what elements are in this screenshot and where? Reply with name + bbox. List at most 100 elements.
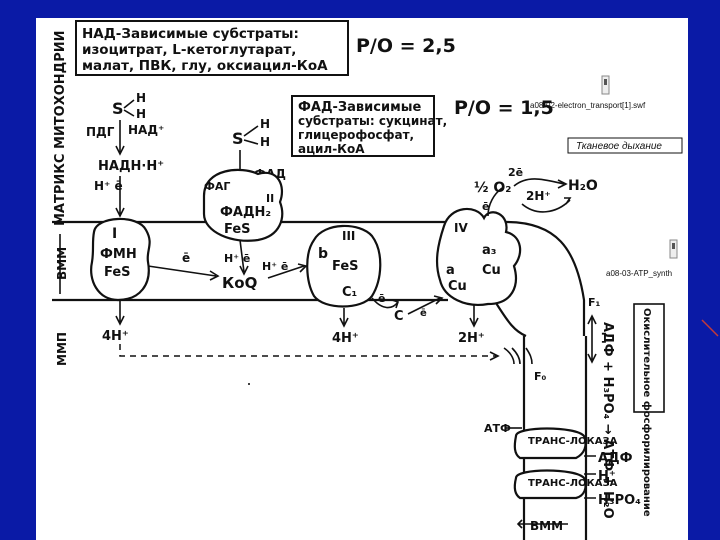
substrate-h2: H bbox=[136, 107, 146, 121]
fag-label: ФАГ bbox=[204, 180, 230, 193]
arrow-complex4-down bbox=[469, 304, 479, 328]
arrow-o2-water bbox=[513, 178, 568, 189]
pdg-label: ПДГ bbox=[86, 125, 115, 139]
tissue-respiration-label: Тканевое дыхание bbox=[576, 141, 662, 152]
nad-box-line3: малат, ПВК, глу, оксиацил-КоА bbox=[82, 58, 328, 74]
complex3-numeral: III bbox=[342, 229, 355, 243]
hplus-e-label: Н⁺ ē bbox=[94, 179, 123, 193]
substrate-s: S bbox=[112, 99, 124, 118]
fad-box-line3: глицерофосфат, bbox=[298, 128, 414, 142]
nad-box-line2: изоцитрат, L-кетоглутарат, bbox=[82, 42, 296, 58]
substrate-h1: H bbox=[136, 91, 146, 105]
f0-channels bbox=[503, 347, 533, 365]
translocase1-label: ТРАНС-ЛОКАЗА bbox=[528, 436, 618, 447]
arrow-complex3-c bbox=[371, 297, 400, 309]
complex-iv bbox=[435, 208, 522, 306]
hplus-e-label-3: Н⁺ ē bbox=[262, 260, 288, 273]
translocase-1 bbox=[513, 427, 587, 460]
e-label-1: ē bbox=[182, 251, 190, 265]
oxphos-label: Окислительное фосфорилирование bbox=[641, 308, 653, 517]
complex2-numeral: II bbox=[266, 192, 274, 205]
arrow-complex2-down bbox=[239, 239, 249, 276]
h4-label-2: 4Н⁺ bbox=[332, 331, 359, 346]
swf-link-atp-synth[interactable]: a08-03-ATP_synth bbox=[606, 239, 678, 278]
fad-box-line4: ацил-КоА bbox=[298, 142, 365, 156]
membrane-bottom-right bbox=[493, 299, 527, 338]
translocase-2 bbox=[513, 469, 587, 500]
c-label: C bbox=[394, 309, 404, 324]
arrow-koq-complex3 bbox=[267, 263, 308, 279]
substrate2-h1: H bbox=[260, 117, 270, 131]
h2-label-2: 2Н⁺ bbox=[526, 189, 551, 203]
vmm-label: ВММ bbox=[55, 247, 69, 280]
ratio-fad: P/O = 1,5 bbox=[454, 97, 554, 119]
red-pointer-mark bbox=[701, 319, 719, 337]
mmp-label: ММП bbox=[55, 332, 69, 366]
arrow-c-complex4 bbox=[407, 295, 444, 315]
nad-plus-label: НАД⁺ bbox=[128, 123, 164, 137]
arrow-nadh bbox=[115, 176, 125, 218]
arrow-complex3-down bbox=[339, 308, 349, 328]
arrow-hplus-water bbox=[521, 197, 572, 213]
side-label: МАТРИКС МИТОХОНДРИИ bbox=[53, 30, 68, 226]
complex-i bbox=[90, 217, 151, 302]
complex2-line1: ФАДН₂ bbox=[220, 205, 271, 220]
complex1-numeral: I bbox=[112, 226, 117, 242]
complex1-line1: ФМН bbox=[100, 247, 137, 262]
complex3-line3: C₁ bbox=[342, 285, 357, 300]
electron-transport-diagram: МАТРИКС МИТОХОНДРИИ НАД-Зависимые субстр… bbox=[52, 20, 683, 540]
arrow-complex1-down bbox=[115, 300, 125, 326]
hplus-label: Н⁺ bbox=[598, 469, 616, 484]
complex1-line2: FeS bbox=[104, 265, 131, 280]
nadh-label: НАДН·Н⁺ bbox=[98, 159, 164, 174]
arrow-complex1-koq bbox=[147, 265, 220, 281]
hplus-e-label-2: Н⁺ ē bbox=[224, 252, 250, 265]
fad-box-line2: субстраты: сукцинат, bbox=[298, 114, 447, 128]
h4-label-1: 4Н⁺ bbox=[102, 329, 129, 344]
fad-box-line1: ФАД-Зависимые bbox=[298, 100, 421, 115]
oxphos-box bbox=[633, 303, 665, 413]
arrow-substrate bbox=[119, 99, 135, 152]
half-o2-label: ½ O₂ bbox=[474, 180, 511, 196]
complex4-line4: Cu bbox=[482, 263, 501, 278]
e-label-3: ē bbox=[420, 308, 427, 319]
nad-substrates-box bbox=[75, 20, 349, 76]
proton-return-dashed bbox=[119, 344, 496, 357]
complex4-line2: a₃ bbox=[482, 243, 496, 258]
water-label: H₂O bbox=[568, 178, 598, 194]
nad-box-line1: НАД-Зависимые субстраты: bbox=[82, 26, 299, 42]
complex3-line1: b bbox=[318, 246, 328, 262]
link1-text: a08-02-electron_transport[1].swf bbox=[530, 101, 646, 110]
adp-label: АДФ bbox=[598, 451, 633, 466]
complex4-line3: Cu bbox=[448, 279, 467, 294]
f1-label: F₁ bbox=[588, 296, 601, 309]
ratio-nad: P/O = 2,5 bbox=[356, 35, 456, 57]
swf-link-electron-transport[interactable]: a08-02-electron_transport[1].swf bbox=[530, 75, 646, 110]
arrow-complex4-o2 bbox=[487, 187, 503, 217]
substrate2-h2: H bbox=[260, 135, 270, 149]
two-e-label: 2ē bbox=[508, 166, 523, 179]
link2-text: a08-03-ATP_synth bbox=[606, 269, 672, 278]
translocase2-label: ТРАНС-ЛОКАЗА bbox=[528, 478, 618, 489]
complex4-line1: a bbox=[446, 263, 455, 278]
reaction-label: АДФ + Н₃РО₄ → АТФ + Н₂О bbox=[600, 322, 615, 519]
atp-label: АТФ bbox=[484, 422, 511, 435]
vmm-label-2: ВММ bbox=[530, 519, 563, 533]
f0-label: F₀ bbox=[534, 370, 547, 383]
complex-ii bbox=[202, 168, 284, 242]
e-label-2: ē bbox=[378, 292, 385, 305]
complex2-line2: FeS bbox=[224, 222, 251, 237]
tissue-respiration-box bbox=[567, 137, 683, 154]
membrane-top-right bbox=[505, 220, 586, 336]
slide: МАТРИКС МИТОХОНДРИИ НАД-Зависимые субстр… bbox=[36, 18, 688, 540]
complex3-line2: FeS bbox=[332, 259, 359, 274]
arrow-f1 bbox=[587, 314, 597, 364]
complex4-numeral: IV bbox=[454, 221, 468, 235]
arrow-substrate2 bbox=[235, 125, 259, 194]
h2-label: 2Н⁺ bbox=[458, 331, 485, 346]
h3po4-label: H₃PO₄ bbox=[598, 493, 641, 508]
koq-label: КоQ bbox=[222, 274, 257, 292]
fad-substrates-box bbox=[291, 95, 435, 157]
e-label-4: ē bbox=[482, 200, 489, 213]
complex-iii bbox=[306, 224, 382, 308]
